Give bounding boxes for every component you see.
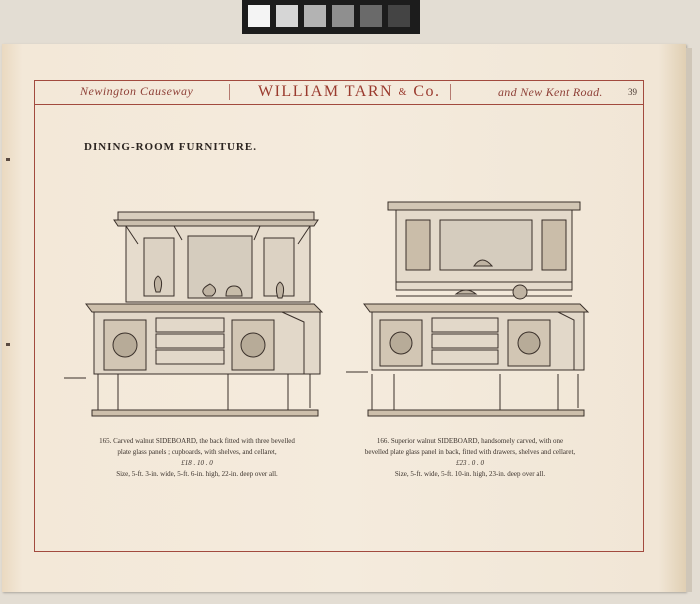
item-166-caption: 166. Superior walnut SIDEBOARD, handsome… (340, 436, 600, 480)
header-left-address: Newington Causeway (80, 84, 194, 98)
item-166-line1: 166. Superior walnut SIDEBOARD, handsome… (376, 437, 564, 445)
company-ampersand: & (398, 86, 408, 98)
item-165-line2: plate glass panels ; cupboards, with she… (117, 448, 277, 456)
swatch (276, 5, 298, 27)
item-165-price: £18 . 10 . 0 (181, 459, 213, 467)
swatch (248, 5, 270, 27)
header-company-name: WILLIAM TARN & Co. (258, 83, 441, 101)
header-separator (229, 84, 230, 100)
swatch (360, 5, 382, 27)
company-name: WILLIAM TARN (258, 83, 394, 100)
swatch (304, 5, 326, 27)
item-166-price: £23 . 0 . 0 (456, 459, 484, 467)
header-separator (450, 84, 451, 100)
item-165-line1: 165. Carved walnut SIDEBOARD, the back f… (99, 437, 295, 445)
page-border (34, 80, 644, 552)
company-suffix: Co. (413, 83, 441, 100)
item-165-caption: 165. Carved walnut SIDEBOARD, the back f… (60, 436, 334, 480)
item-166-size: Size, 5-ft. wide, 5-ft. 10-in. high, 23-… (394, 470, 546, 478)
page-edge (686, 48, 692, 592)
sideboard-166-illustration (346, 201, 590, 417)
page-title: DINING-ROOM FURNITURE. (84, 141, 257, 153)
swatch (388, 5, 410, 27)
item-165-size: Size, 5-ft. 3-in. wide, 5-ft. 6-in. high… (116, 470, 278, 478)
binding-mark (6, 158, 10, 161)
swatch (332, 5, 354, 27)
color-calibration-card (242, 0, 420, 34)
header-right-address: and New Kent Road. (498, 85, 603, 99)
binding-mark (6, 343, 10, 346)
header-rule (34, 104, 644, 105)
item-166-line2: bevelled plate glass panel in back, fitt… (364, 448, 576, 456)
sideboard-165-illustration (64, 211, 324, 417)
page-number: 39 (628, 87, 637, 97)
